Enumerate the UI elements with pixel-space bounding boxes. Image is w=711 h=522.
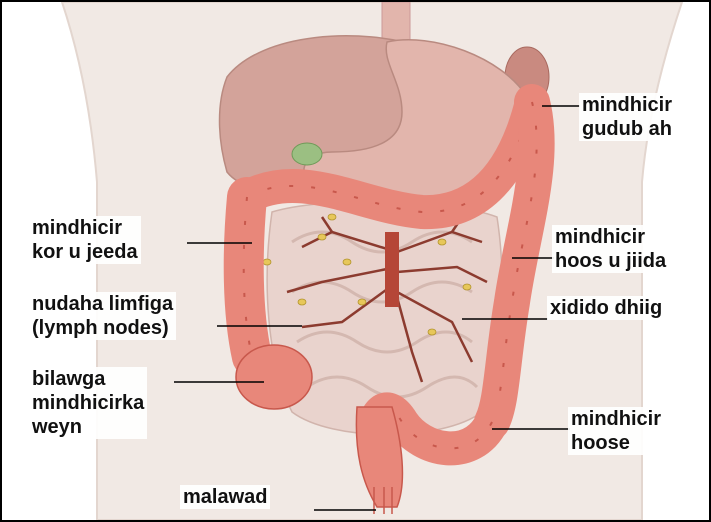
label-rectum: malawad bbox=[180, 485, 270, 509]
label-ascending-line2: kor u jeeda bbox=[32, 240, 138, 264]
label-lymph-nodes: nudaha limfiga (lymph nodes) bbox=[29, 292, 176, 340]
label-blood-vessels: xidido dhiig bbox=[547, 296, 665, 320]
label-transverse-line2: gudub ah bbox=[582, 117, 672, 141]
label-appendix-line3: weyn bbox=[32, 415, 144, 439]
label-rectum-line1: malawad bbox=[183, 485, 267, 509]
label-transverse-colon: mindhicir gudub ah bbox=[579, 93, 675, 141]
label-appendix: bilawga mindhicirka weyn bbox=[29, 367, 147, 439]
label-sigmoid-line1: mindhicir bbox=[571, 407, 661, 431]
gallbladder bbox=[292, 143, 322, 165]
label-descending-line2: hoos u jiida bbox=[555, 249, 666, 273]
label-ascending-colon: mindhicir kor u jeeda bbox=[29, 216, 141, 264]
label-transverse-line1: mindhicir bbox=[582, 93, 672, 117]
cecum bbox=[236, 345, 312, 409]
label-ascending-line1: mindhicir bbox=[32, 216, 138, 240]
label-lymph-line1: nudaha limfiga bbox=[32, 292, 173, 316]
label-lymph-line2: (lymph nodes) bbox=[32, 316, 173, 340]
label-vessels-line1: xidido dhiig bbox=[550, 296, 662, 320]
label-sigmoid-line2: hoose bbox=[571, 431, 661, 455]
aorta bbox=[385, 232, 399, 307]
label-appendix-line2: mindhicirka bbox=[32, 391, 144, 415]
label-appendix-line1: bilawga bbox=[32, 367, 144, 391]
label-sigmoid-colon: mindhicir hoose bbox=[568, 407, 664, 455]
label-descending-line1: mindhicir bbox=[555, 225, 666, 249]
label-descending-colon: mindhicir hoos u jiida bbox=[552, 225, 669, 273]
